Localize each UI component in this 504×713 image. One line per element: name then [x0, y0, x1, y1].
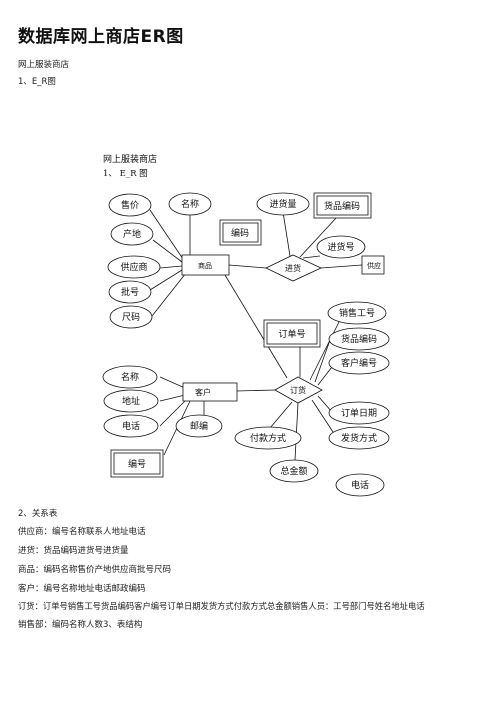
- relationship-purchase: [265, 254, 322, 282]
- attr-size-ellipse: [109, 305, 153, 329]
- entity-customer: [182, 382, 238, 402]
- attr-payment-label: 付款方式: [250, 432, 286, 444]
- connector-line: [302, 255, 321, 259]
- connector-line: [159, 399, 187, 427]
- attr-code-box-inner: [222, 222, 259, 243]
- figure-heading: 网上服装商店: [103, 153, 157, 165]
- connector-line: [309, 319, 341, 381]
- connector-line: [294, 402, 299, 461]
- figure-subheading: 1、 E_R 图: [103, 169, 148, 179]
- attr-ship-method-label: 发货方式: [341, 432, 377, 444]
- attr-name2-label: 名称: [121, 371, 139, 383]
- attr-order-no-label: 订单号: [278, 328, 305, 340]
- intro-text: 网上服装商店: [18, 60, 70, 70]
- attr-order-date-ellipse: [328, 401, 390, 425]
- connector-line: [299, 216, 338, 258]
- connector-line: [228, 264, 267, 269]
- connector-line: [317, 395, 333, 413]
- attr-origin-label: 产地: [123, 228, 141, 240]
- attr-postcode-ellipse: [175, 414, 223, 438]
- attr-batch-label: 批号: [121, 286, 139, 298]
- connector-line: [314, 339, 331, 383]
- relation-row: 商品：编码名称售价产地供应商批号尺码: [18, 565, 172, 575]
- relation-row: 客户：编号名称地址电话邮政编码: [18, 584, 146, 594]
- connector-line: [311, 399, 336, 436]
- attr-address-ellipse: [103, 389, 159, 413]
- attr-goods-code-box-inner: [316, 195, 369, 216]
- attr-sales-no-label: 销售工号: [339, 307, 375, 319]
- attr-id-box-inner: [113, 452, 161, 475]
- relation-row: 供应商：编号名称联系人地址电话: [18, 527, 146, 537]
- relation-row: 订货：订单号销售工号货品编码客户编号订单日期发货方式付款方式总金额销售人员：工号…: [18, 601, 425, 611]
- attr-customer-no-label: 客户编号: [341, 357, 377, 369]
- attr-payment-ellipse: [234, 426, 302, 450]
- relationship-order-label: 订货: [290, 385, 306, 395]
- attr-purchase-no-label: 进货号: [327, 241, 354, 253]
- attr-phone2-label: 电话: [351, 479, 369, 491]
- attr-purchase-qty-ellipse: [256, 192, 310, 216]
- attr-name-label: 名称: [181, 198, 199, 210]
- attr-order-no-box-inner: [266, 322, 318, 345]
- attr-size-label: 尺码: [122, 312, 140, 323]
- page-title: 数据库网上商店ER图: [18, 27, 184, 47]
- attr-postcode-label: 邮编: [190, 420, 208, 432]
- attr-id-label: 编号: [128, 458, 146, 470]
- connector-line: [159, 376, 186, 389]
- entity-supplier-label: 供应: [367, 261, 381, 270]
- connector-line: [269, 401, 293, 429]
- attr-phone2-ellipse: [335, 473, 385, 497]
- connector-line: [152, 239, 183, 263]
- attr-name2-ellipse: [102, 365, 158, 389]
- relationship-order: [274, 376, 323, 404]
- attr-goods-code-label: 货品编码: [324, 200, 360, 212]
- connector-line: [236, 389, 276, 392]
- attr-ship-method-ellipse: [328, 426, 390, 450]
- attr-code-label: 编码: [231, 227, 249, 239]
- attr-phone1-label: 电话: [122, 420, 140, 432]
- entity-supplier: [361, 255, 385, 275]
- attr-purchase-qty-label: 进货量: [269, 198, 296, 210]
- attr-phone1-ellipse: [103, 414, 159, 438]
- attr-goods-code2-label: 货品编码: [341, 333, 377, 345]
- attr-price-ellipse: [108, 193, 152, 217]
- attr-batch-ellipse: [108, 280, 152, 304]
- connector-line: [149, 269, 183, 291]
- relationship-purchase-label: 进货: [285, 263, 301, 273]
- entity-customer-label: 客户: [195, 387, 211, 397]
- relation-row: 销售部：编码名称人数3、表结构: [18, 620, 143, 630]
- connector-line: [320, 264, 363, 269]
- relation-row: 进货：货品编码进货号进货量: [18, 546, 129, 556]
- attr-origin-ellipse: [110, 222, 154, 246]
- connector-line: [224, 274, 288, 379]
- attr-total-label: 总金额: [280, 465, 307, 477]
- attr-purchase-no-ellipse: [316, 235, 366, 259]
- connector-line: [149, 209, 186, 263]
- attr-customer-no-ellipse: [328, 351, 390, 375]
- attr-goods-code2-ellipse: [328, 327, 390, 351]
- section-heading-relations: 2、关系表: [18, 509, 58, 519]
- entity-goods: [181, 254, 230, 276]
- connector-line: [151, 272, 187, 317]
- connector-line: [282, 211, 291, 257]
- attr-order-date-label: 订单日期: [341, 407, 377, 419]
- attr-price-label: 售价: [121, 199, 139, 211]
- attr-total-ellipse: [269, 459, 319, 483]
- section-heading-er: 1、E_R图: [18, 77, 56, 87]
- attr-supplier-ellipse: [107, 255, 161, 279]
- attr-address-label: 地址: [122, 395, 140, 407]
- attr-name-ellipse: [168, 192, 212, 216]
- connector-line: [159, 265, 183, 269]
- attr-sales-no-ellipse: [327, 301, 387, 325]
- entity-goods-label: 商品: [198, 261, 212, 270]
- connector-line: [159, 394, 186, 402]
- attr-supplier-label: 供应商: [120, 261, 147, 273]
